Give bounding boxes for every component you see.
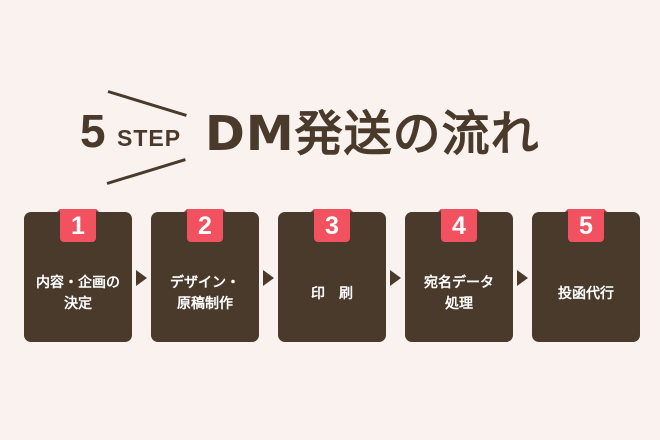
step-label: デザイン・原稿制作 <box>151 264 259 324</box>
step-label: 印 刷 <box>278 264 386 324</box>
arrow-right-icon <box>136 270 147 286</box>
step-card-3: 3 印 刷 <box>278 209 386 342</box>
step-badge: 5 <box>565 209 607 242</box>
step-label: STEP <box>117 125 182 151</box>
step-badge: 2 <box>184 209 226 242</box>
step-label: 投函代行 <box>532 264 640 324</box>
page-title: DM発送の流れ <box>205 106 540 162</box>
step-badge: 4 <box>438 209 480 242</box>
step-card-5: 5 投函代行 <box>532 209 640 342</box>
step-badge: 1 <box>57 209 99 242</box>
step-card-4: 4 宛名データ処理 <box>405 209 513 342</box>
step-label: 内容・企画の決定 <box>24 264 132 324</box>
arrow-right-icon <box>517 270 528 286</box>
arrow-right-icon <box>390 270 401 286</box>
step-card-1: 1 内容・企画の決定 <box>24 209 132 342</box>
step-label: 宛名データ処理 <box>405 264 513 324</box>
step-count: 5 <box>80 105 106 157</box>
step-card-2: 2 デザイン・原稿制作 <box>151 209 259 342</box>
step-text: 宛名データ処理 <box>424 275 494 312</box>
step-text: 投函代行 <box>558 285 614 302</box>
arrow-right-icon <box>263 270 274 286</box>
step-badge: 3 <box>311 209 353 242</box>
step-text: 内容・企画の決定 <box>36 275 120 312</box>
heading: 5 STEP DM発送の流れ <box>0 0 660 200</box>
step-text: 印 刷 <box>311 285 353 302</box>
step-text: デザイン・原稿制作 <box>170 275 240 312</box>
